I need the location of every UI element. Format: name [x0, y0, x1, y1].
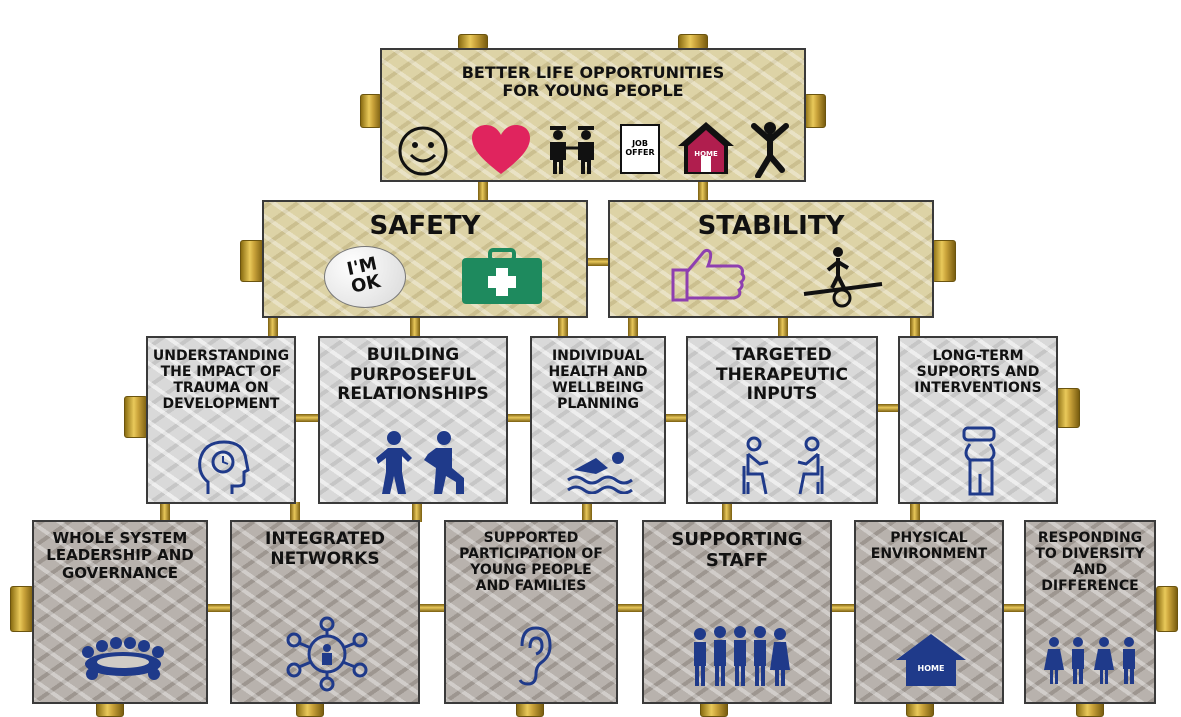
relationships-panel: BUILDING PURPOSEFUL RELATIONSHIPS [318, 336, 508, 504]
participation-title: SUPPORTED PARTICIPATION OF YOUNG PEOPLE … [459, 530, 603, 595]
connector-rod [910, 502, 920, 522]
connector-rod [832, 604, 854, 612]
networks-panel: INTEGRATED NETWORKS [230, 520, 420, 704]
bolt-decoration [360, 94, 382, 128]
first-aid-kit-icon [462, 248, 542, 304]
head-clock-icon [198, 440, 250, 494]
relationships-title: BUILDING PURPOSEFUL RELATIONSHIPS [337, 345, 489, 405]
connector-rod [878, 404, 900, 412]
connector-rod [410, 318, 420, 338]
binoculars-person-icon [962, 426, 996, 496]
connector-rod [160, 502, 170, 522]
connector-rod [294, 414, 320, 422]
therapeutic-title: TARGETED THERAPEUTIC INPUTS [716, 345, 848, 405]
connector-rod [268, 318, 278, 338]
diverse-people-icon [1044, 637, 1135, 684]
connector-rod [698, 182, 708, 204]
leadership-title: WHOLE SYSTEM LEADERSHIP AND GOVERNANCE [46, 529, 194, 582]
connector-rod [722, 502, 732, 522]
network-icon [286, 616, 368, 692]
environment-title: PHYSICAL ENVIRONMENT [870, 530, 988, 563]
connector-rod [666, 414, 688, 422]
connector-rod [618, 604, 644, 612]
bolt-decoration [240, 240, 264, 282]
bolt-decoration [1056, 388, 1080, 428]
im-ok-badge-icon [324, 246, 406, 308]
connector-rod [586, 258, 610, 266]
helping-people-icon [376, 431, 464, 494]
health-panel: INDIVIDUAL HEALTH AND WELLBEING PLANNING [530, 336, 666, 504]
staff-panel: SUPPORTING STAFF [642, 520, 832, 704]
ear-icon [518, 626, 552, 686]
goal-title: BETTER LIFE OPPORTUNITIES FOR YOUNG PEOP… [461, 63, 725, 101]
connector-rod [290, 502, 300, 522]
home-icon [678, 122, 734, 174]
heart-icon [472, 125, 530, 174]
bolt-decoration [124, 396, 148, 438]
safety-panel: SAFETY I'M OK [262, 200, 588, 318]
long-term-title: LONG-TERM SUPPORTS AND INTERVENTIONS [914, 348, 1042, 397]
house-icon [896, 634, 966, 686]
round-table-icon [82, 637, 164, 680]
leadership-panel: WHOLE SYSTEM LEADERSHIP AND GOVERNANCE [32, 520, 208, 704]
two-seated-people-icon [742, 436, 824, 495]
health-title: INDIVIDUAL HEALTH AND WELLBEING PLANNING [548, 348, 648, 413]
connector-rod [412, 502, 422, 522]
house-icon-text: HOME [917, 664, 945, 673]
goal-panel: BETTER LIFE OPPORTUNITIES FOR YOUNG PEOP… [380, 48, 806, 182]
connector-rod [558, 318, 568, 338]
connector-rod [478, 182, 488, 204]
diversity-panel: RESPONDING TO DIVERSITY AND DIFFERENCE [1024, 520, 1156, 704]
connector-rod [778, 318, 788, 338]
environment-panel: PHYSICAL ENVIRONMENT HOME [854, 520, 1004, 704]
staff-group-icon [694, 626, 790, 686]
staff-title: SUPPORTING STAFF [671, 529, 803, 571]
participation-panel: SUPPORTED PARTICIPATION OF YOUNG PEOPLE … [444, 520, 618, 704]
home-icon-text: HOME [694, 150, 718, 158]
graduates-icon [550, 126, 594, 174]
balance-person-icon [803, 247, 883, 308]
celebrating-person-icon [751, 122, 789, 178]
bolt-decoration [1156, 586, 1178, 632]
smiley-icon [398, 126, 448, 176]
bolt-decoration [932, 240, 956, 282]
trauma-title: UNDERSTANDING THE IMPACT OF TRAUMA ON DE… [152, 348, 290, 413]
long-term-panel: LONG-TERM SUPPORTS AND INTERVENTIONS [898, 336, 1058, 504]
therapeutic-panel: TARGETED THERAPEUTIC INPUTS [686, 336, 878, 504]
trauma-panel: UNDERSTANDING THE IMPACT OF TRAUMA ON DE… [146, 336, 296, 504]
connector-rod [420, 604, 446, 612]
connector-rod [508, 414, 532, 422]
safety-title: SAFETY [369, 211, 481, 241]
connector-rod [910, 318, 920, 338]
networks-title: INTEGRATED NETWORKS [265, 529, 385, 569]
connector-rod [1002, 604, 1026, 612]
thumbs-up-icon [671, 248, 746, 302]
swimmer-icon [567, 452, 633, 494]
stability-title: STABILITY [697, 211, 845, 241]
stability-panel: STABILITY [608, 200, 934, 318]
diversity-title: RESPONDING TO DIVERSITY AND DIFFERENCE [1035, 530, 1145, 595]
bolt-decoration [10, 586, 34, 632]
connector-rod [582, 502, 592, 522]
connector-rod [628, 318, 638, 338]
job-offer-text: JOB OFFER [625, 139, 655, 157]
bolt-decoration [804, 94, 826, 128]
connector-rod [208, 604, 232, 612]
job-offer-icon: JOB OFFER [620, 124, 660, 174]
